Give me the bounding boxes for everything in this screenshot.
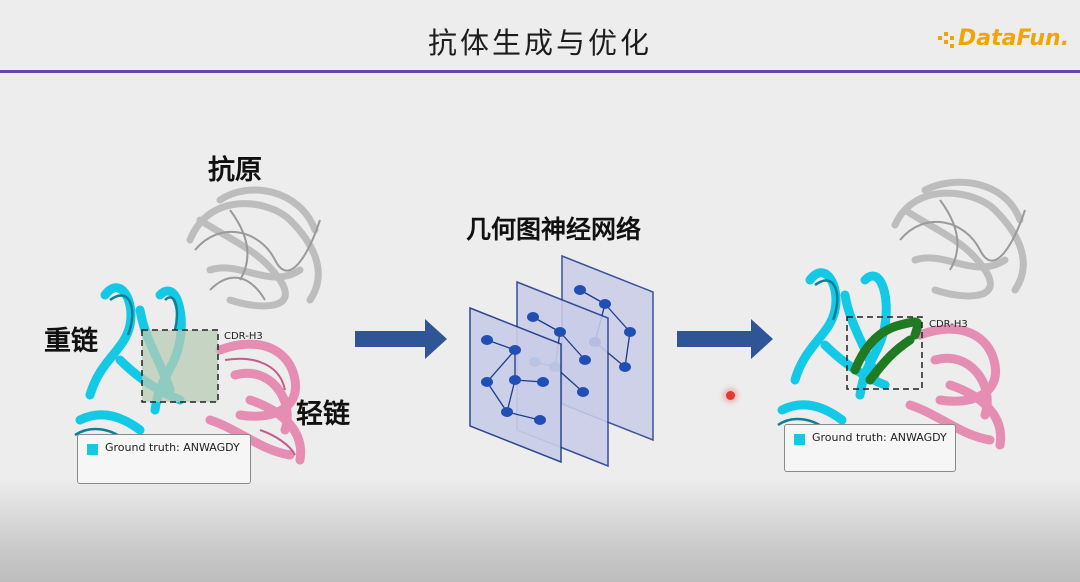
gnn-graph-layers [465,252,665,472]
datafun-logo: DataFun. [938,26,1068,56]
logo-dots-icon [938,30,960,52]
left-ground-truth-box: Ground truth: ANWAGDY [77,434,251,484]
right-ground-truth-text: Ground truth: ANWAGDY [812,431,947,444]
title-divider [0,70,1080,73]
left-ground-truth-text: Ground truth: ANWAGDY [105,441,240,454]
slide-title: 抗体生成与优化 [0,20,1080,62]
gnn-label: 几何图神经网络 [466,210,641,246]
right-arrow-icon [677,319,777,359]
pointer-dot [726,391,735,400]
right-ground-truth-box: Ground truth: ANWAGDY [784,424,956,472]
left-arrow-icon [355,319,450,359]
antigen-label: 抗原 [208,148,262,187]
heavy-chain-swatch [794,434,805,445]
light-chain-label: 轻链 [296,392,350,431]
heavy-chain-swatch [87,444,98,455]
left-antigen-structure [190,190,318,306]
heavy-chain-label: 重链 [44,319,98,358]
left-cdr-label: CDR-H3 [224,331,263,342]
right-cdr-label: CDR-H3 [929,319,968,330]
logo-text: DataFun. [958,26,1069,51]
